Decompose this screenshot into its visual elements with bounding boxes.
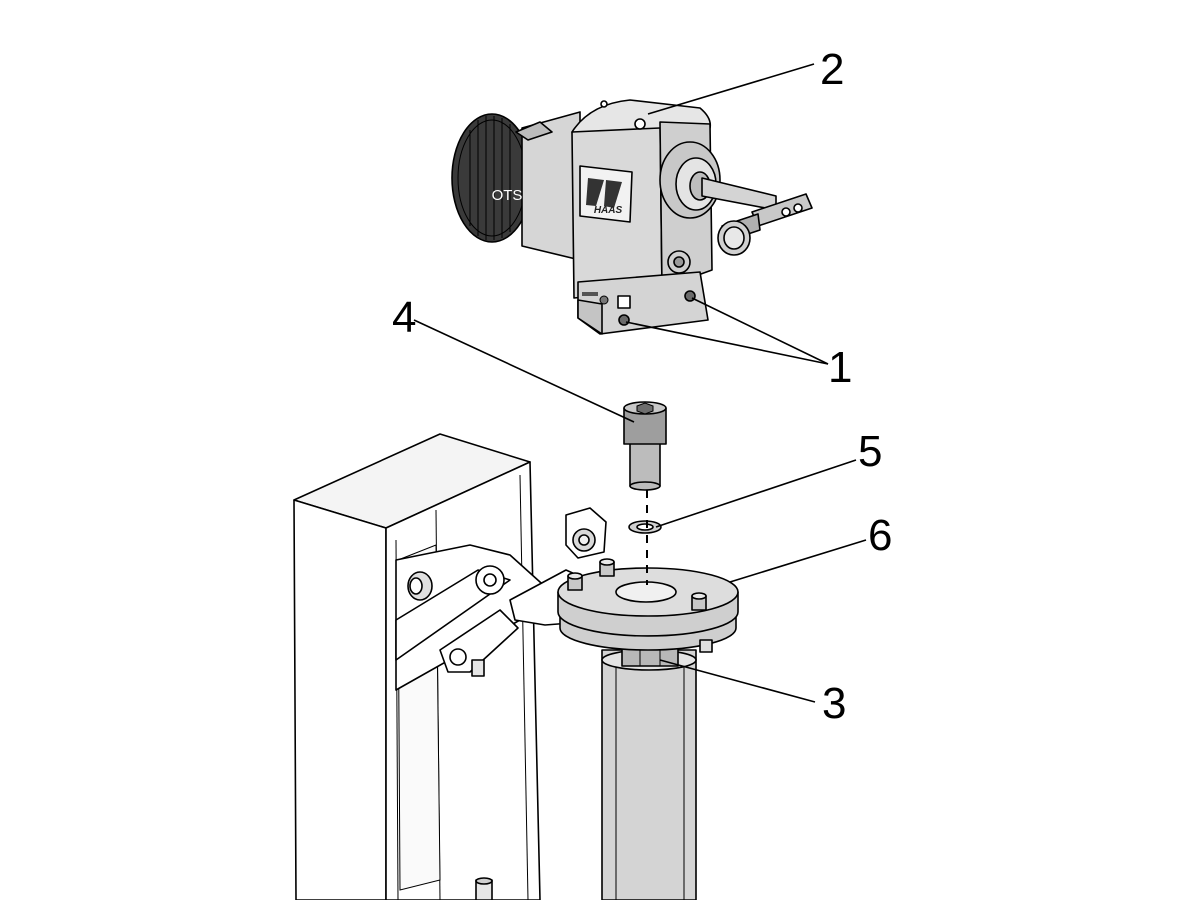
alignment-pin [599, 558, 615, 577]
logo-text: HAAS [594, 205, 623, 216]
alignment-pin [691, 592, 707, 611]
set-screw [618, 314, 630, 326]
ots-head: HAAS OTS [451, 99, 813, 335]
support-column [601, 645, 697, 900]
mounting-base [557, 558, 739, 653]
alignment-pin [567, 572, 583, 591]
callout-3: 3 [822, 679, 846, 728]
cap-screw [623, 401, 667, 491]
callout-1: 1 [828, 343, 852, 392]
callout-2: 2 [820, 45, 844, 94]
callout-leaders [413, 63, 867, 703]
callout-4: 4 [392, 293, 416, 342]
washer [628, 520, 662, 534]
linkage-arm [395, 507, 611, 691]
callout-5: 5 [858, 427, 882, 476]
side-label: OTS [492, 187, 523, 204]
haas-logo: HAAS [579, 165, 633, 223]
callout-6: 6 [868, 511, 892, 560]
